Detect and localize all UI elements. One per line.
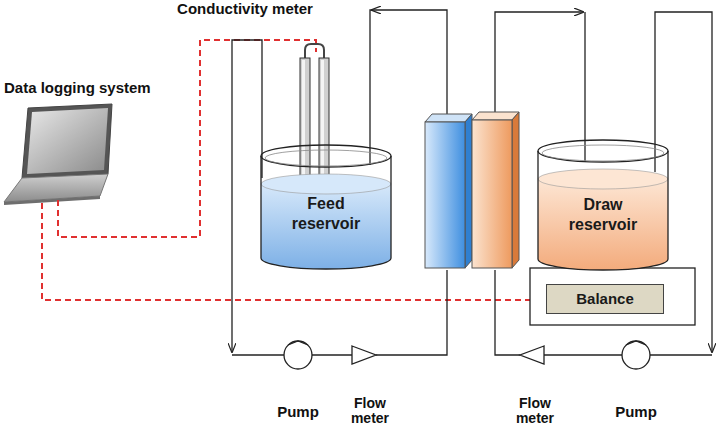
reservoir-beaker: Draw reservoir (535, 137, 671, 271)
component-label: Pump (277, 404, 319, 419)
instrument-label: Conductivity meter (177, 1, 313, 16)
balance-box: Balance (546, 284, 664, 314)
pump-symbol (284, 341, 650, 369)
node-label: Feed reservoir (278, 194, 374, 234)
membrane-cell (425, 112, 519, 268)
component-label: Flow meter (344, 396, 396, 426)
node-label: Balance (576, 290, 634, 309)
balance-platform (530, 268, 695, 325)
component-label: Flow meter (509, 396, 561, 426)
node-label: Draw reservoir (548, 195, 658, 235)
flow-meter-symbol (352, 346, 544, 364)
component-label: Pump (615, 404, 657, 419)
pipe (232, 10, 712, 355)
signal-wire (42, 40, 540, 300)
reservoir-beaker: Feed reservoir (258, 142, 394, 270)
laptop-icon (4, 104, 112, 205)
instrument-label: Data logging system (4, 80, 151, 95)
